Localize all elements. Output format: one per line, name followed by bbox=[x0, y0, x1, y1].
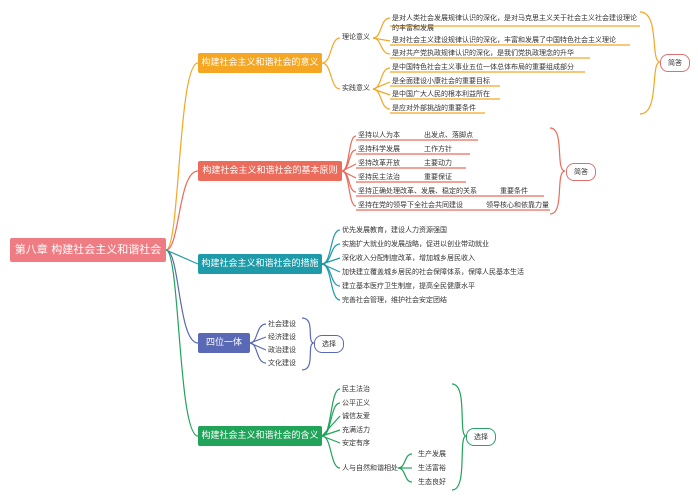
meaning-1: 民主法治 bbox=[342, 385, 370, 393]
principle-3-note: 主要动力 bbox=[424, 159, 452, 167]
meaning-3: 诚信友爱 bbox=[342, 412, 370, 420]
tag-choice-1: 选择 bbox=[314, 335, 344, 353]
principle-5-note: 重要条件 bbox=[500, 187, 528, 195]
four-item-3: 政治建设 bbox=[268, 346, 296, 354]
tag-short-answer-1: 简答 bbox=[660, 54, 690, 72]
principle-2: 坚持科学发展 bbox=[358, 145, 400, 153]
practice-item-3: 是中国广大人民的根本利益所在 bbox=[392, 90, 490, 98]
principle-2-note: 工作方针 bbox=[424, 145, 452, 153]
practice-item-1: 是中国特色社会主义事业五位一体总体布局的重要组成部分 bbox=[392, 63, 574, 71]
principle-1: 坚持以人为本 bbox=[358, 131, 400, 139]
measure-4: 加快建立覆盖城乡居民的社会保障体系，保障人民基本生活 bbox=[342, 268, 524, 276]
tag-short-answer-2: 简答 bbox=[566, 163, 596, 181]
branch-significance: 构建社会主义和谐社会的意义 bbox=[198, 53, 322, 73]
theory-item-2: 是对社会主义建设规律认识的深化，丰富和发展了中国特色社会主义理论 bbox=[392, 36, 616, 44]
principle-6: 坚持在党的领导下全社会共同建设 bbox=[358, 201, 463, 209]
meaning-2: 公平正义 bbox=[342, 399, 370, 407]
principle-3: 坚持改革开放 bbox=[358, 159, 400, 167]
practice-item-4: 是应对外部挑战的重要条件 bbox=[392, 104, 476, 112]
branch-meaning: 构建社会主义和谐社会的含义 bbox=[198, 426, 322, 446]
measure-5: 建立基本医疗卫生制度，提高全民健康水平 bbox=[342, 282, 475, 290]
measure-2: 实施扩大就业的发展战略，促进以创业带动就业 bbox=[342, 240, 489, 248]
root-node: 第八章 构建社会主义和谐社会 bbox=[10, 238, 166, 262]
tag-choice-2: 选择 bbox=[466, 428, 496, 446]
practice-label: 实践意义 bbox=[342, 84, 370, 92]
theory-item-3: 是对共产党执政规律认识的深化，是我们党执政理念的升华 bbox=[392, 49, 574, 57]
meaning-4: 充满活力 bbox=[342, 426, 370, 434]
harmony-sub-1: 生产发展 bbox=[418, 450, 446, 458]
measure-1: 优先发展教育，建设人力资源强国 bbox=[342, 226, 447, 234]
principle-1-note: 出发点、落脚点 bbox=[424, 131, 473, 139]
meaning-5: 安定有序 bbox=[342, 439, 370, 447]
branch-four-in-one: 四位一体 bbox=[198, 333, 250, 353]
theory-label: 理论意义 bbox=[342, 33, 370, 41]
four-item-4: 文化建设 bbox=[268, 359, 296, 367]
theory-item-1: 是对人类社会发展规律认识的深化，是对马克思主义关于社会主义社会建设理论的丰富和发… bbox=[392, 14, 637, 32]
harmony-sub-2: 生活富裕 bbox=[418, 464, 446, 472]
principle-5: 坚持正确处理改革、发展、稳定的关系 bbox=[358, 187, 477, 195]
four-item-1: 社会建设 bbox=[268, 320, 296, 328]
branch-measures: 构建社会主义和谐社会的措施 bbox=[198, 254, 322, 274]
meaning-6: 人与自然和谐相处 bbox=[342, 464, 398, 472]
principle-4-note: 重要保证 bbox=[424, 173, 452, 181]
principle-6-note: 领导核心和依靠力量 bbox=[486, 201, 549, 209]
branch-principles: 构建社会主义和谐社会的基本原则 bbox=[198, 161, 342, 181]
practice-item-2: 是全面建设小康社会的重要目标 bbox=[392, 77, 490, 85]
principle-4: 坚持民主法治 bbox=[358, 173, 400, 181]
four-item-2: 经济建设 bbox=[268, 333, 296, 341]
harmony-sub-3: 生态良好 bbox=[418, 478, 446, 486]
measure-3: 深化收入分配制度改革，增加城乡居民收入 bbox=[342, 254, 475, 262]
measure-6: 完善社会管理，维护社会安定团结 bbox=[342, 296, 447, 304]
